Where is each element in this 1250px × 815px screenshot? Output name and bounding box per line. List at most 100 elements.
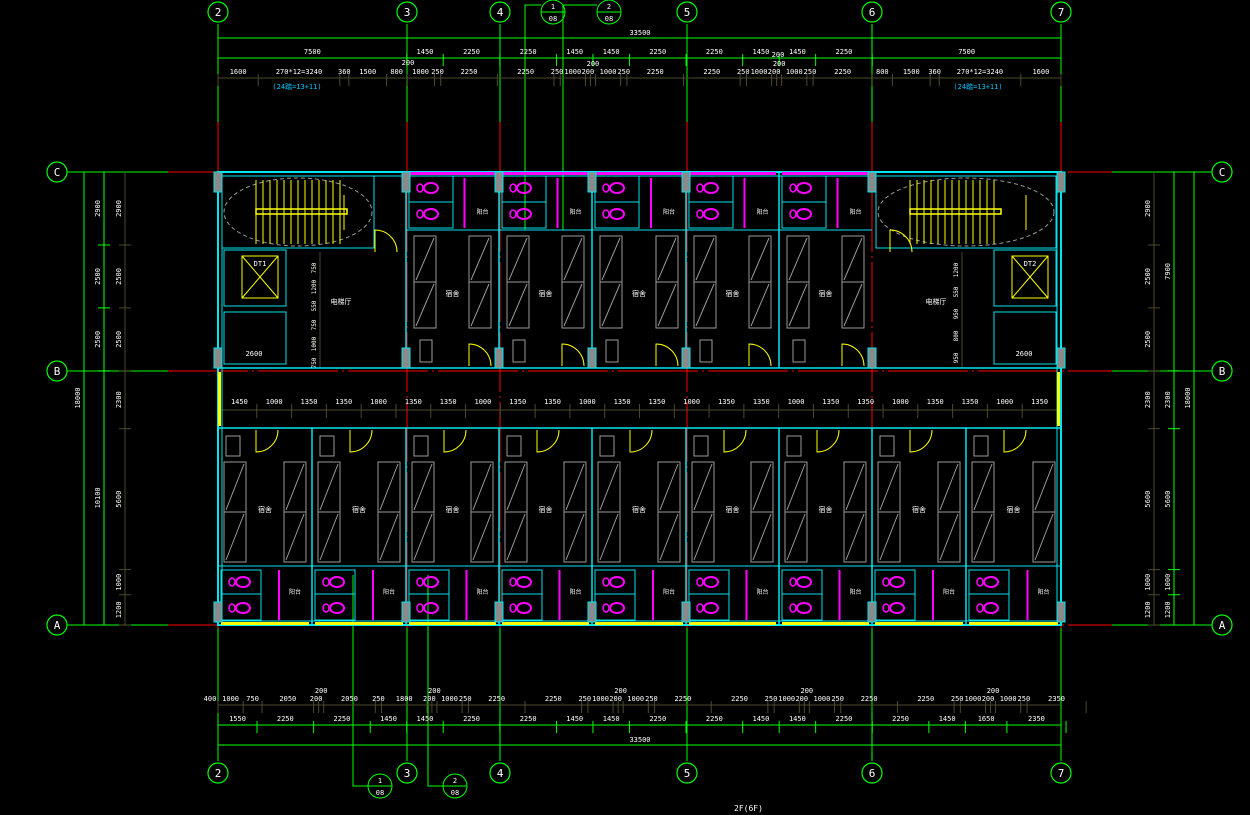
wardrobe-hatch [565,463,585,511]
wardrobe-hatch [750,283,770,327]
dimension-value: 2300 [1164,391,1172,408]
desk [786,435,802,457]
axis-bubble [1050,1,1072,23]
shaft-dimension: 2600 [246,350,263,358]
axis-label: 6 [869,6,876,19]
axis-label: B [54,365,61,378]
wardrobe-hatch [843,283,863,327]
corridor-dimension-value: 1350 [405,398,422,406]
desk [605,339,619,363]
window [689,622,776,625]
plan-annotations: 阳台宿舍阳台宿舍阳台宿舍阳台宿舍阳台宿舍宿舍阳台宿舍阳台宿舍阳台宿舍阳台宿舍阳台… [246,208,1050,596]
shaft-room [993,311,1057,365]
elevator-label: DT1 [254,260,267,268]
desk [225,435,241,457]
axis-label: A [1219,619,1226,632]
structural-column [867,347,877,369]
wardrobe-hatch [693,463,713,511]
wardrobe-hatch [659,513,679,561]
corridor-dimension-value: 1350 [857,398,874,406]
dimension-value: 1200 [953,262,960,277]
room-label: 宿舍 [446,505,460,514]
wardrobe-hatch [845,463,865,511]
balcony-label: 阳台 [476,208,488,216]
axis-bubble [1050,762,1072,784]
dimension-value: 200 [582,68,595,76]
basin-icon [509,577,517,587]
toilet-icon [423,602,439,614]
stair-clearance [877,177,1055,247]
wardrobe-hatch [285,513,305,561]
dimension-value: 800 [390,68,403,76]
axis-label: 4 [497,767,504,780]
wardrobe-hatch [786,513,806,561]
total-dimension-left: 18000 [74,387,82,408]
dimension-value: 1450 [566,48,583,56]
dimension-value: 2250 [277,715,294,723]
dimension-value: 200 [587,60,600,68]
dimension-value: 2250 [649,48,666,56]
dimension-value: 200 [801,687,814,695]
door-swing [255,429,279,453]
dimension-value: 2500 [1144,268,1152,285]
dimension-value: 200 [795,695,808,703]
dimension-value: 750 [246,695,259,703]
dimension-value: 200 [428,687,441,695]
wardrobe-hatch [786,463,806,511]
balcony-label: 阳台 [569,208,581,216]
axis-bubble [489,1,511,23]
dimension-value: 2250 [706,715,723,723]
wardrobe-hatch [472,463,492,511]
wardrobe-hatch [599,463,619,511]
wardrobe-hatch [659,463,679,511]
balcony-label: 阳台 [756,208,768,216]
axis-label: C [1219,166,1226,179]
wardrobe-hatch [657,283,677,327]
toilet-icon [703,576,719,588]
wardrobe-hatch [752,513,772,561]
corridor-dimension-value: 1350 [718,398,735,406]
axis-bubble [676,762,698,784]
dimension-value: 1450 [417,48,434,56]
dimension-value: 2050 [341,695,358,703]
dimension-value: 1450 [380,715,397,723]
room-label: 宿舍 [819,289,833,298]
dimension-value: 2500 [1144,331,1152,348]
basin-icon [509,603,517,613]
dimension-value: 250 [645,695,658,703]
axis-label: 7 [1058,6,1065,19]
wardrobe-hatch [285,463,305,511]
structural-column [401,171,411,193]
stair-well [221,175,375,249]
dimension-value: 2300 [115,391,123,408]
balcony-label: 阳台 [756,588,768,596]
dimension-value: 2250 [649,715,666,723]
corridor-dimension-value: 1000 [683,398,700,406]
door-swing [889,229,913,253]
wardrobe-hatch [415,237,435,281]
toilet-icon [703,182,719,194]
structural-column [867,171,877,193]
dimension-value: 1000 [115,574,123,591]
bathroom [408,569,450,621]
wardrobe-hatch [879,463,899,511]
door-swing [349,429,373,453]
corridor-dimension-value: 1000 [996,398,1013,406]
window [315,622,403,625]
dimension-value: 200 [768,68,781,76]
elevator-car [241,255,279,299]
room-label: 宿舍 [258,505,272,514]
basin-icon [696,183,704,193]
balcony-label: 阳台 [663,588,675,596]
dimension-value: 2050 [279,695,296,703]
total-dimension-bottom: 33500 [629,736,650,744]
toilet-icon [796,602,812,614]
dimension-value: 250 [765,695,778,703]
stair-well [875,175,1057,249]
dimension-value: 360 [338,68,351,76]
dimension-value: 270*12=3240 [276,68,322,76]
balcony-label: 阳台 [849,588,861,596]
basin-icon [416,183,424,193]
wardrobe-hatch [657,237,677,281]
dimension-value: 2250 [892,715,909,723]
